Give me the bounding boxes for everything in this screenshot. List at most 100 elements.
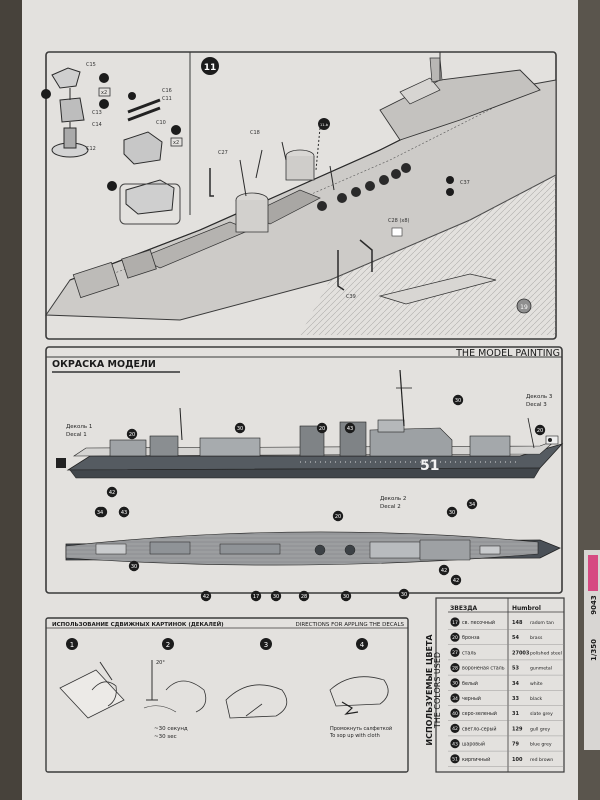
- label-c11: C11: [162, 96, 172, 102]
- aa-guns: [317, 163, 411, 211]
- paint-callout: 42: [438, 564, 450, 576]
- svg-text:17: 17: [452, 620, 458, 626]
- decal-step-1: 1: [70, 641, 74, 649]
- color-mark: [446, 176, 454, 184]
- decal-1-en: Decal 1: [66, 432, 87, 438]
- svg-text:31: 31: [512, 711, 519, 717]
- paint-callout: 20: [316, 422, 328, 434]
- edge-code: 9043: [590, 595, 598, 615]
- paint-callout: 30: [340, 590, 352, 602]
- paint-callout: 42: [450, 574, 462, 586]
- svg-text:28: 28: [301, 594, 307, 600]
- label-19: 19: [520, 304, 528, 311]
- svg-text:42: 42: [452, 726, 458, 732]
- svg-text:radom tan: radom tan: [530, 620, 554, 626]
- label-c27: C27: [218, 150, 228, 156]
- label-c12: C12: [86, 146, 96, 152]
- svg-text:30: 30: [455, 398, 461, 404]
- hull-perspective: [45, 52, 557, 335]
- sub-badge-11b: [318, 118, 330, 130]
- painting-title-en: THE MODEL PAINTING: [455, 348, 560, 359]
- paint-callout: 42: [200, 590, 212, 602]
- paint-callout: 17: [250, 590, 262, 602]
- paint-callout: 30: [398, 588, 410, 600]
- color-mark: [41, 89, 51, 99]
- decal-time-ru: ~30 секунд: [154, 726, 188, 732]
- svg-text:slate grey: slate grey: [530, 711, 553, 717]
- svg-text:42: 42: [109, 490, 115, 496]
- top-view: [65, 531, 561, 566]
- paint-callout: 43: [118, 506, 130, 518]
- svg-text:gull grey: gull grey: [530, 726, 550, 732]
- svg-text:28: 28: [452, 665, 458, 671]
- label-c10: C10: [156, 120, 166, 126]
- svg-text:30: 30: [449, 510, 455, 516]
- brand-humbrol: Humbrol: [512, 605, 541, 612]
- decal-2-ru: Деколь 2: [380, 496, 406, 502]
- mast-parts: [209, 127, 373, 291]
- svg-text:17: 17: [253, 594, 259, 600]
- svg-text:42: 42: [441, 568, 447, 574]
- brand-zvezda: ЗВЕЗДА: [450, 605, 478, 612]
- color-mark: [107, 181, 117, 191]
- svg-text:34: 34: [452, 696, 458, 702]
- svg-text:кирпичный: кирпичный: [462, 756, 490, 763]
- decal-step-4: 4: [360, 641, 365, 649]
- svg-text:43: 43: [347, 426, 353, 432]
- color-mark: [99, 99, 109, 109]
- paint-callout: 28: [298, 590, 310, 602]
- step-badge: [201, 57, 219, 75]
- sub-assembly-pedestal: [51, 67, 89, 158]
- svg-text:53: 53: [512, 666, 519, 672]
- paint-callout: 30: [446, 506, 458, 518]
- label-c16: C16: [162, 88, 172, 94]
- colors-header-en: THE COLORS USED: [433, 652, 442, 729]
- paint-callout: 30: [452, 394, 464, 406]
- decal-2-en: Decal 2: [380, 504, 401, 510]
- label-c13: C13: [92, 110, 102, 116]
- decal-step-2: 2: [166, 641, 170, 649]
- svg-text:20: 20: [319, 426, 325, 432]
- color-mark: [128, 92, 136, 100]
- color-mark: [446, 188, 454, 196]
- svg-text:белый: белый: [462, 680, 478, 687]
- label-c18: C18: [250, 130, 260, 136]
- svg-text:43: 43: [121, 510, 127, 516]
- decal-instructions-panel: ИСПОЛЬЗОВАНИЕ СДВИЖНЫХ КАРТИНОК (ДЕКАЛЕЙ…: [45, 617, 409, 773]
- paint-callout: 30: [270, 590, 282, 602]
- label-c28: C28 (x8): [388, 218, 410, 224]
- decal-3-ru: Деколь 3: [526, 394, 553, 400]
- svg-text:red brown: red brown: [530, 757, 553, 763]
- label-c15: C15: [86, 62, 96, 68]
- svg-text:blue grey: blue grey: [530, 742, 552, 748]
- side-profile: 51: [56, 369, 564, 479]
- decal-blot-ru: Промокнуть салфеткой: [330, 725, 392, 732]
- qty-x2: x2: [173, 140, 179, 146]
- svg-text:polished steel: polished steel: [530, 650, 562, 656]
- decal-blot-en: To sop up with cloth: [329, 733, 380, 739]
- svg-text:40: 40: [452, 711, 458, 717]
- svg-text:20: 20: [335, 514, 341, 520]
- paint-callout: 20: [534, 424, 546, 436]
- svg-text:34: 34: [469, 502, 475, 508]
- svg-text:20: 20: [537, 428, 543, 434]
- qty-x2: x2: [101, 90, 107, 96]
- svg-text:30: 30: [452, 681, 458, 687]
- svg-text:148: 148: [512, 620, 523, 626]
- svg-text:51: 51: [452, 757, 458, 763]
- label-c37: C37: [460, 180, 470, 186]
- decal-step-3: 3: [264, 641, 268, 649]
- edge-scale: 1/350: [590, 639, 598, 661]
- painting-title-ru: ОКРАСКА МОДЕЛИ: [52, 359, 156, 370]
